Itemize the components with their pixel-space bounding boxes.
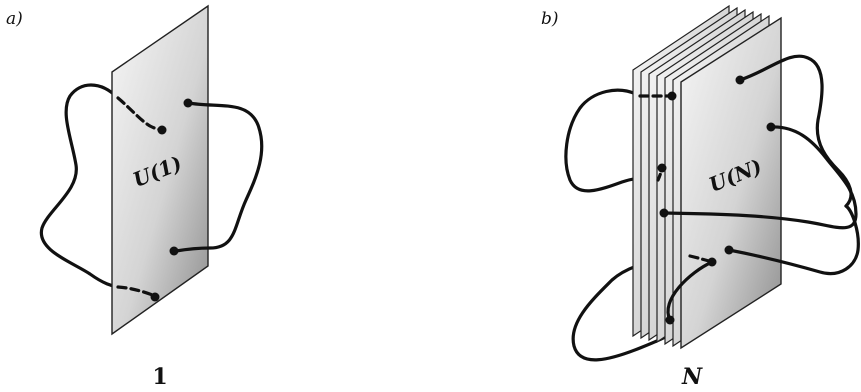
- panel-a: a) U(1) 1: [6, 6, 262, 390]
- string-endpoint: [658, 164, 667, 173]
- string-endpoint: [151, 293, 160, 302]
- panel-a-tag: a): [6, 9, 23, 29]
- panel-b-tag: b): [541, 9, 559, 29]
- string-a-outer-left: [41, 85, 118, 287]
- panel-b-caption: N: [681, 364, 703, 390]
- string-endpoint: [668, 92, 677, 101]
- string-endpoint: [170, 247, 179, 256]
- string-endpoint: [158, 126, 167, 135]
- panel-b: b) U(N) N: [541, 6, 858, 390]
- string-endpoint: [184, 99, 193, 108]
- panel-a-caption: 1: [152, 364, 167, 390]
